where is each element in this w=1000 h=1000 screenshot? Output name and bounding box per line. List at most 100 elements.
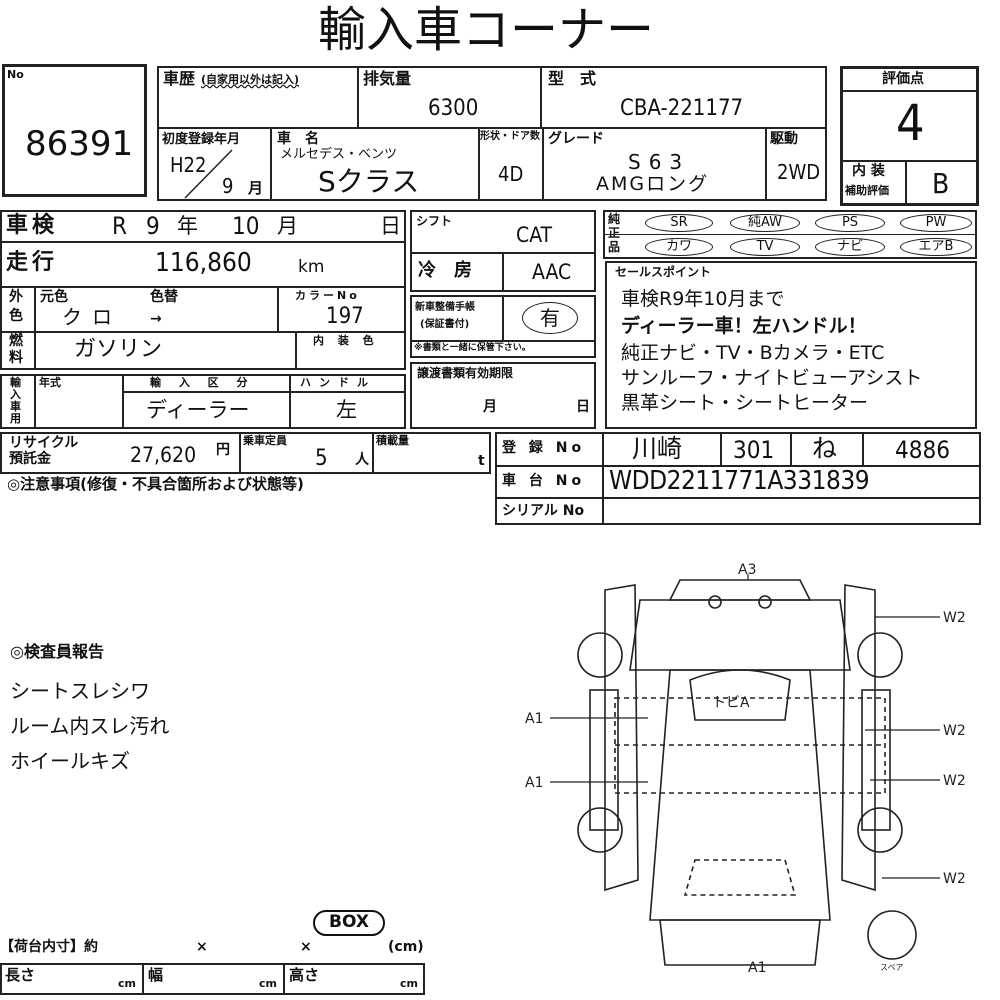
lot-number: 86391 [25,124,134,164]
shift-value: CAT [516,223,553,247]
transfer-month-unit: 月 [483,399,497,415]
inspection-year-unit: 年 [177,214,198,238]
drive-value: 2WD [777,160,821,184]
cargo-length-unit: cm [118,977,136,990]
first-reg-label: 初度登録年月 [162,132,241,147]
registration-number: 4886 [895,436,950,464]
divider [289,374,291,429]
divider [0,241,406,243]
cabin-dashed [614,697,886,794]
color-change-value: → [150,311,162,327]
recycle-label2: 預託金 [9,451,51,467]
right-body-panel [841,584,876,892]
car-model: Sクラス [318,165,420,198]
fuel-label2: 料 [9,350,23,366]
cargo-x2: × [300,939,312,955]
model-code-value: CBA-221177 [620,96,744,121]
divider [502,252,504,292]
interior-color-label: 内 装 色 [313,334,379,347]
divider [34,286,36,370]
recycle-label: リサイクル [9,435,79,451]
inspection-month: 10 [232,212,260,240]
rear-window [689,669,791,721]
rear-bumper-outline [668,579,812,601]
mark-a1: A1 [525,711,543,727]
divider [840,160,979,162]
registration-area: 川崎 [632,434,683,463]
capacity-unit: 人 [355,452,369,468]
grade-line2: AMGロング [596,173,710,195]
divider [34,374,36,429]
divider [765,128,767,200]
inspector-note: ホイールキズ [10,749,130,773]
divider [0,331,406,333]
body-value: 4D [498,162,524,186]
history-label: 車歴 [163,69,196,88]
recycle-value: 27,620 [130,443,197,467]
divider [905,160,907,205]
spare-label: スペア [880,963,903,972]
displacement-value: 6300 [428,96,479,121]
divider [602,432,604,525]
right-doors [861,689,891,831]
registration-label: 登 録 No [502,440,586,456]
sales-point: ディーラー車！左ハンドル！ [621,315,867,337]
chassis-label: 車 台 No [502,473,586,489]
divider [0,286,406,288]
inspection-label: 車検 [6,213,59,238]
load-unit: t [478,453,485,469]
ac-label: 冷 房 [418,260,472,281]
inspector-label: ◎検査員報告 [10,642,104,661]
inspection-era: R [112,212,127,240]
mileage-unit: km [298,257,325,277]
cargo-label: 【荷台内寸】約 [0,939,98,955]
color-no-value: 197 [326,304,364,329]
mark-a1: A1 [525,775,543,791]
mileage-label: 走行 [6,250,59,275]
serial-label: シリアル No [502,503,585,519]
cargo-length-label: 長さ [5,966,36,984]
option-sr: SR [645,214,713,232]
load-label: 積載量 [376,434,409,447]
color-change-label: 色替 [150,289,178,305]
mark-w2: W2 [943,871,966,887]
left-doors [589,689,619,831]
model-code-label: 型 式 [548,69,597,88]
interior-score-label: 内 装 [852,163,885,179]
cargo-dimensions [0,963,425,995]
service-book-value: 有 [522,302,578,334]
body-outline [649,669,831,921]
divider [720,432,722,465]
exterior-label2: 色 [9,308,23,324]
divider [157,127,827,129]
front-right-wheel [857,807,903,853]
inspection-year: 9 [146,212,160,240]
mark-dent-a: トビA [712,695,750,711]
option-leather: カワ [645,238,713,256]
grade-line1: S63 [628,150,691,174]
notes-label: ◎注意事項(修復・不具合箇所および状態等) [7,475,304,493]
interior-score-value: B [932,167,950,200]
transfer-label: 譲渡書類有効期限 [417,366,514,380]
mark-w2: W2 [943,773,966,789]
import-class-value: ディーラー [146,398,250,422]
divider [122,374,124,429]
inspector-note: シートスレシワ [10,679,150,703]
orig-color-label: 元色 [40,289,68,305]
handle-label: ハンドル [300,376,376,389]
divider [122,391,406,393]
grade-label: グレード [548,131,604,147]
displacement-label: 排気量 [363,69,412,88]
divider [372,432,374,474]
service-book-note: ※書類と一緒に保管下さい。 [414,343,531,353]
box-badge: BOX [313,910,385,936]
cargo-width-label: 幅 [148,966,164,984]
orig-color-value: クロ [62,305,122,329]
genuine-label: 純正品 [608,212,621,254]
cargo-height-label: 高さ [289,966,320,984]
divider [283,963,285,995]
condition-block [0,210,406,370]
mark-w2: W2 [943,610,966,626]
left-body-panel [604,584,639,892]
